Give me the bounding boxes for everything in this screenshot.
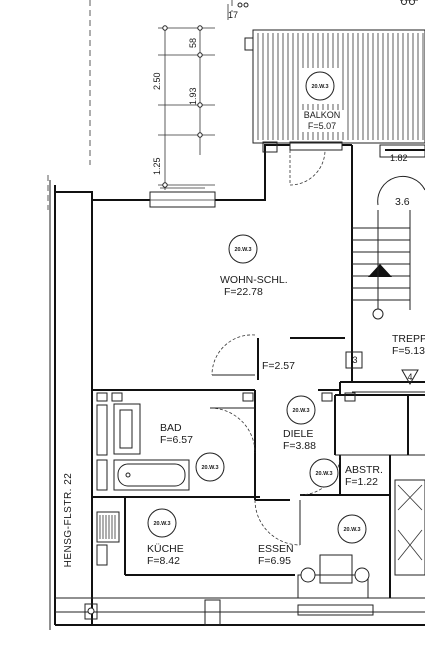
dimension-1-25: 1.25 — [152, 157, 162, 175]
stair-arrow-icon — [368, 264, 392, 277]
side-window — [394, 479, 425, 576]
level-marker-3 — [345, 351, 363, 369]
stair-area: F=5.13 — [392, 345, 425, 357]
wall-tag-balcony — [305, 71, 335, 101]
balcony-area-value: F=5.07 — [308, 121, 336, 131]
wall-tag-living — [228, 234, 258, 264]
wall-tag-living-label: 20.W.3 — [234, 247, 251, 253]
level-marker-3-label: 3 — [352, 355, 357, 365]
wall-tag-balcony-label: 20.W.3 — [311, 84, 328, 90]
dimension-chain — [158, 0, 418, 190]
wall-tag-abstr — [309, 458, 339, 488]
diele-area: F=3.88 — [283, 440, 316, 452]
abstr-name: ABSTR. — [345, 464, 383, 476]
wall-tag-diele — [286, 395, 316, 425]
essen-name: ESSEN — [258, 543, 294, 555]
kitchen-area: F=8.42 — [147, 555, 180, 567]
wall-tag-diele-label: 20.W.3 — [292, 408, 309, 414]
living-window — [149, 187, 216, 208]
bathroom-name: BAD — [160, 422, 182, 434]
wall-tag-bathroom-label: 20.W.3 — [201, 465, 218, 471]
kitchen-walls — [96, 497, 374, 616]
stair-dimension: 3.6 — [395, 196, 410, 208]
interior-walls — [92, 334, 425, 501]
street-label: HENSG-FLSTR. 22 — [63, 473, 74, 568]
kitchen-name: KÜCHE — [147, 543, 184, 555]
bathroom-area: F=6.57 — [160, 434, 193, 446]
dimension-1-82: 1.82 — [390, 153, 408, 163]
living-room-name: WOHN-SCHL. — [220, 274, 288, 286]
outer-walls — [49, 144, 425, 630]
wall-tag-essen-label: 20.W.3 — [343, 527, 360, 533]
staircase: 1.82 3.6 — [352, 144, 425, 393]
living-room-area: F=22.78 — [224, 286, 263, 298]
balcony-name: BALKON — [304, 110, 341, 120]
dimension-58: 58 — [188, 38, 198, 48]
wall-tag-bathroom — [195, 452, 225, 482]
level-marker-4-label: 4 — [407, 372, 412, 382]
balcony-door — [262, 141, 343, 186]
essen-area: F=6.95 — [258, 555, 291, 567]
wall-tag-essen — [337, 514, 367, 544]
dimension-1-93: 1.93 — [188, 87, 198, 105]
flur-area: F=2.57 — [262, 360, 295, 372]
wall-tag-abstr-label: 20.W.3 — [315, 471, 332, 477]
dimension-2-50: 2.50 — [152, 72, 162, 90]
bathroom-fixtures — [92, 403, 260, 498]
level-marker-4 — [401, 369, 419, 386]
dimension-17: 17 — [228, 10, 238, 20]
wall-tag-kitchen — [147, 508, 177, 538]
stair-name: TREPP — [392, 333, 425, 345]
abstr-area: F=1.22 — [345, 476, 378, 488]
wall-tag-kitchen-label: 20.W.3 — [153, 521, 170, 527]
storage-walls — [299, 454, 391, 598]
diele-name: DIELE — [283, 428, 313, 440]
